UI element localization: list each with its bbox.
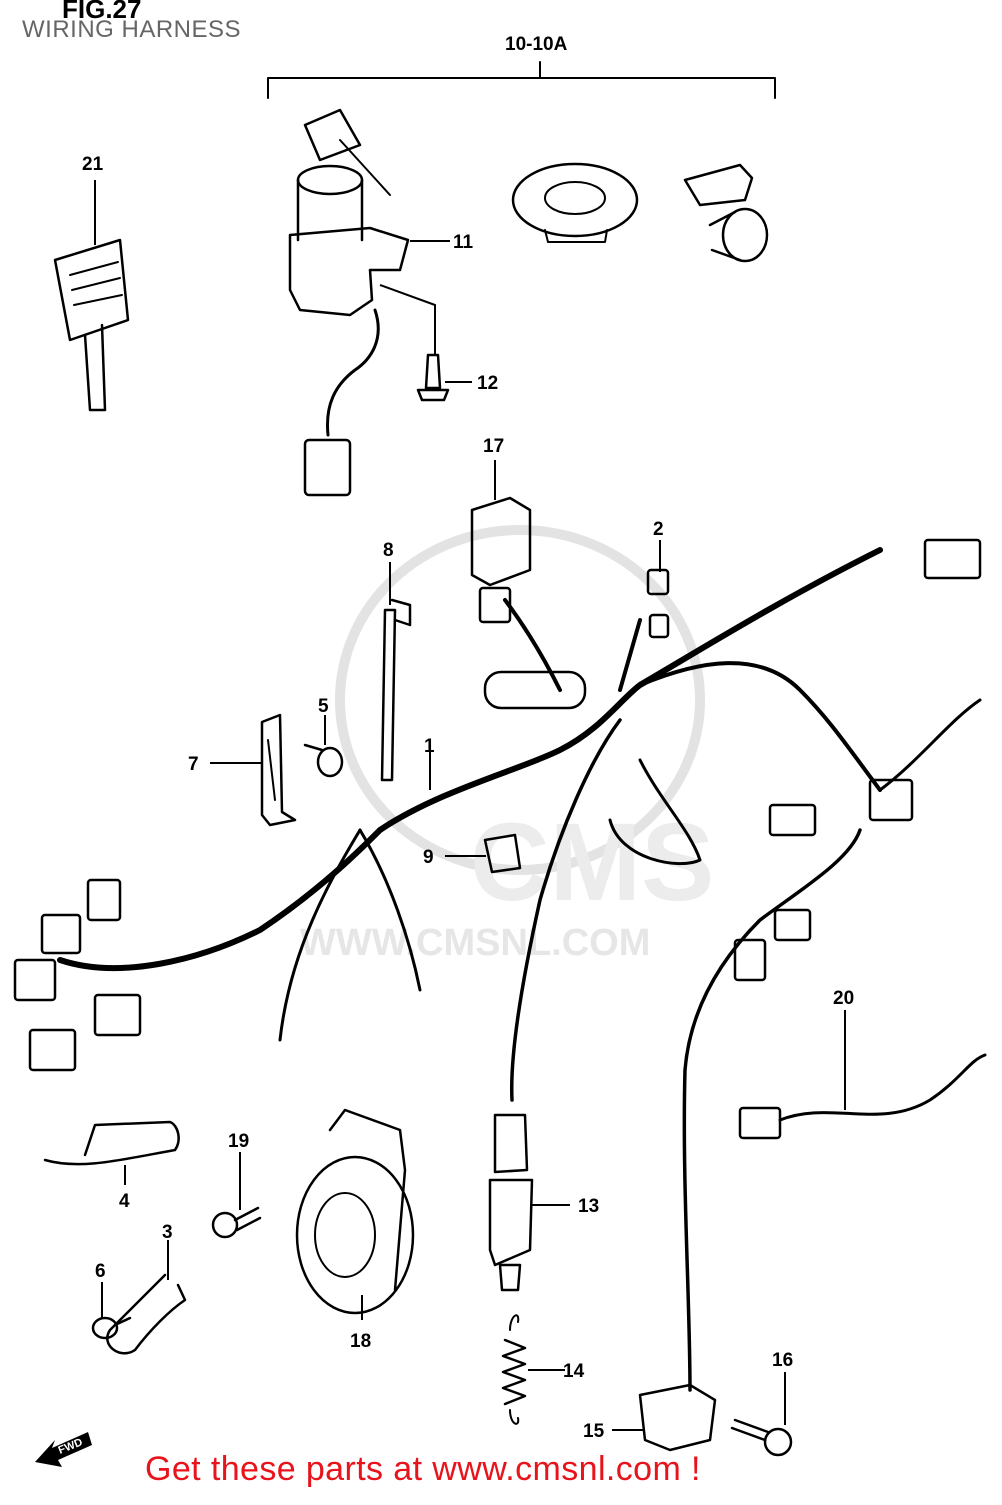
horn-18-part <box>295 1108 415 1315</box>
callout-3: 3 <box>162 1222 173 1243</box>
promo-link[interactable]: Get these parts at www.cmsnl.com ! <box>145 1450 701 1488</box>
callout-labels: 1 2 3 4 5 6 7 8 9 11 12 13 14 15 16 17 1… <box>82 154 854 1442</box>
bolt-19-part <box>211 1206 262 1239</box>
clamp-4-part <box>43 1120 180 1166</box>
callout-11: 11 <box>453 232 474 253</box>
seat-lock-part <box>683 163 769 263</box>
callout-7: 7 <box>188 754 199 775</box>
right-connectors <box>733 538 982 982</box>
callout-21: 21 <box>82 154 104 175</box>
leader-lines <box>94 180 846 1431</box>
screw-6-part <box>91 1316 132 1340</box>
watermark: CMS WWW.CMSNL.COM <box>300 525 714 964</box>
screw-12-part <box>416 353 450 402</box>
watermark-url: WWW.CMSNL.COM <box>300 922 650 964</box>
main-harness-part <box>57 547 982 1392</box>
spring-14-part <box>501 1314 527 1425</box>
callout-20: 20 <box>833 988 854 1009</box>
callout-17: 17 <box>483 436 504 457</box>
bolt-16-part <box>730 1418 793 1457</box>
callout-19: 19 <box>228 1131 249 1152</box>
callout-9: 9 <box>423 847 434 868</box>
fuel-cap-part <box>511 162 639 243</box>
callout-15: 15 <box>583 1421 605 1442</box>
callout-8: 8 <box>383 540 394 561</box>
clamp-9-part <box>483 833 522 874</box>
figure-title: FIG.27 <box>62 0 142 24</box>
callout-6: 6 <box>95 1261 106 1282</box>
callout-4: 4 <box>119 1191 130 1212</box>
figure-subtitle: WIRING HARNESS <box>22 16 242 43</box>
key-part <box>53 238 130 412</box>
group-bracket: 10-10A <box>267 34 776 99</box>
callout-5: 5 <box>318 696 329 717</box>
ignition-switch-part <box>288 108 410 497</box>
bracket-7-part <box>260 713 297 827</box>
connector-2-part <box>646 568 670 639</box>
fwd-arrow-icon: FWD <box>35 1432 92 1467</box>
callout-13: 13 <box>578 1196 599 1217</box>
screw-5-part <box>303 743 344 778</box>
sub-harness-20-part <box>738 1053 987 1140</box>
callout-12: 12 <box>477 373 498 394</box>
clamp-3-part <box>106 1273 187 1355</box>
callout-2: 2 <box>653 519 664 540</box>
callout-1: 1 <box>424 736 435 757</box>
left-connectors <box>13 878 142 1072</box>
relay-17-part <box>470 496 532 624</box>
callout-14: 14 <box>563 1361 585 1382</box>
sensor-15-part <box>638 1383 717 1452</box>
group-label: 10-10A <box>505 34 568 55</box>
callout-16: 16 <box>772 1350 793 1371</box>
switch-13-part <box>488 1113 534 1292</box>
callout-18: 18 <box>350 1331 371 1352</box>
cable-tie-8-part <box>380 598 412 782</box>
